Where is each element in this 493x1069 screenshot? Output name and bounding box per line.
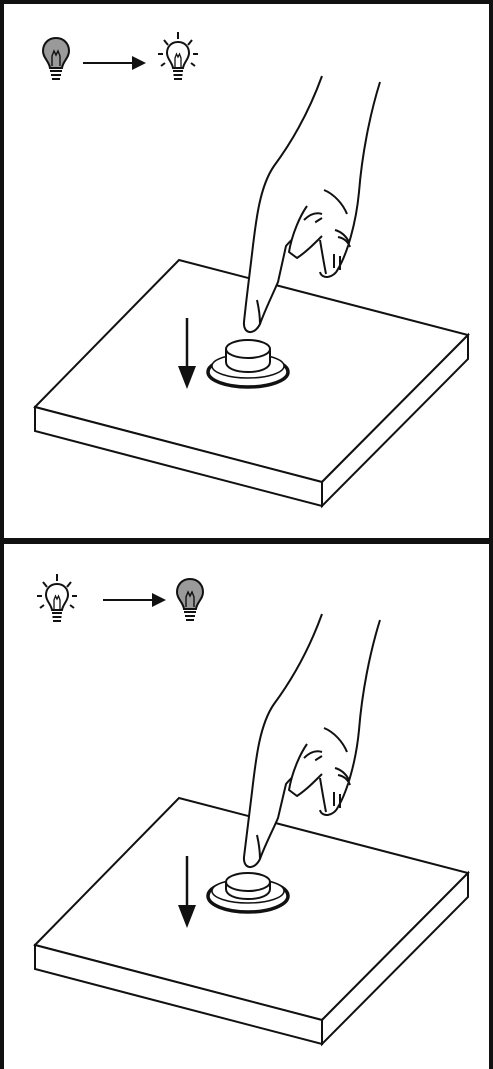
- step-panel-turn-on: [4, 4, 489, 538]
- step-illustration-turn-on: [4, 4, 489, 538]
- bulb-off-icon: [177, 579, 203, 620]
- arrow-right-icon: [83, 56, 146, 70]
- hand-icon: [244, 614, 380, 867]
- step-panel-turn-off: [4, 544, 489, 1069]
- bulb-on-icon: [158, 32, 198, 79]
- bulb-on-icon: [37, 574, 77, 621]
- arrow-right-icon: [103, 593, 166, 607]
- step-illustration-turn-off: [4, 544, 489, 1069]
- bulb-off-icon: [43, 38, 69, 79]
